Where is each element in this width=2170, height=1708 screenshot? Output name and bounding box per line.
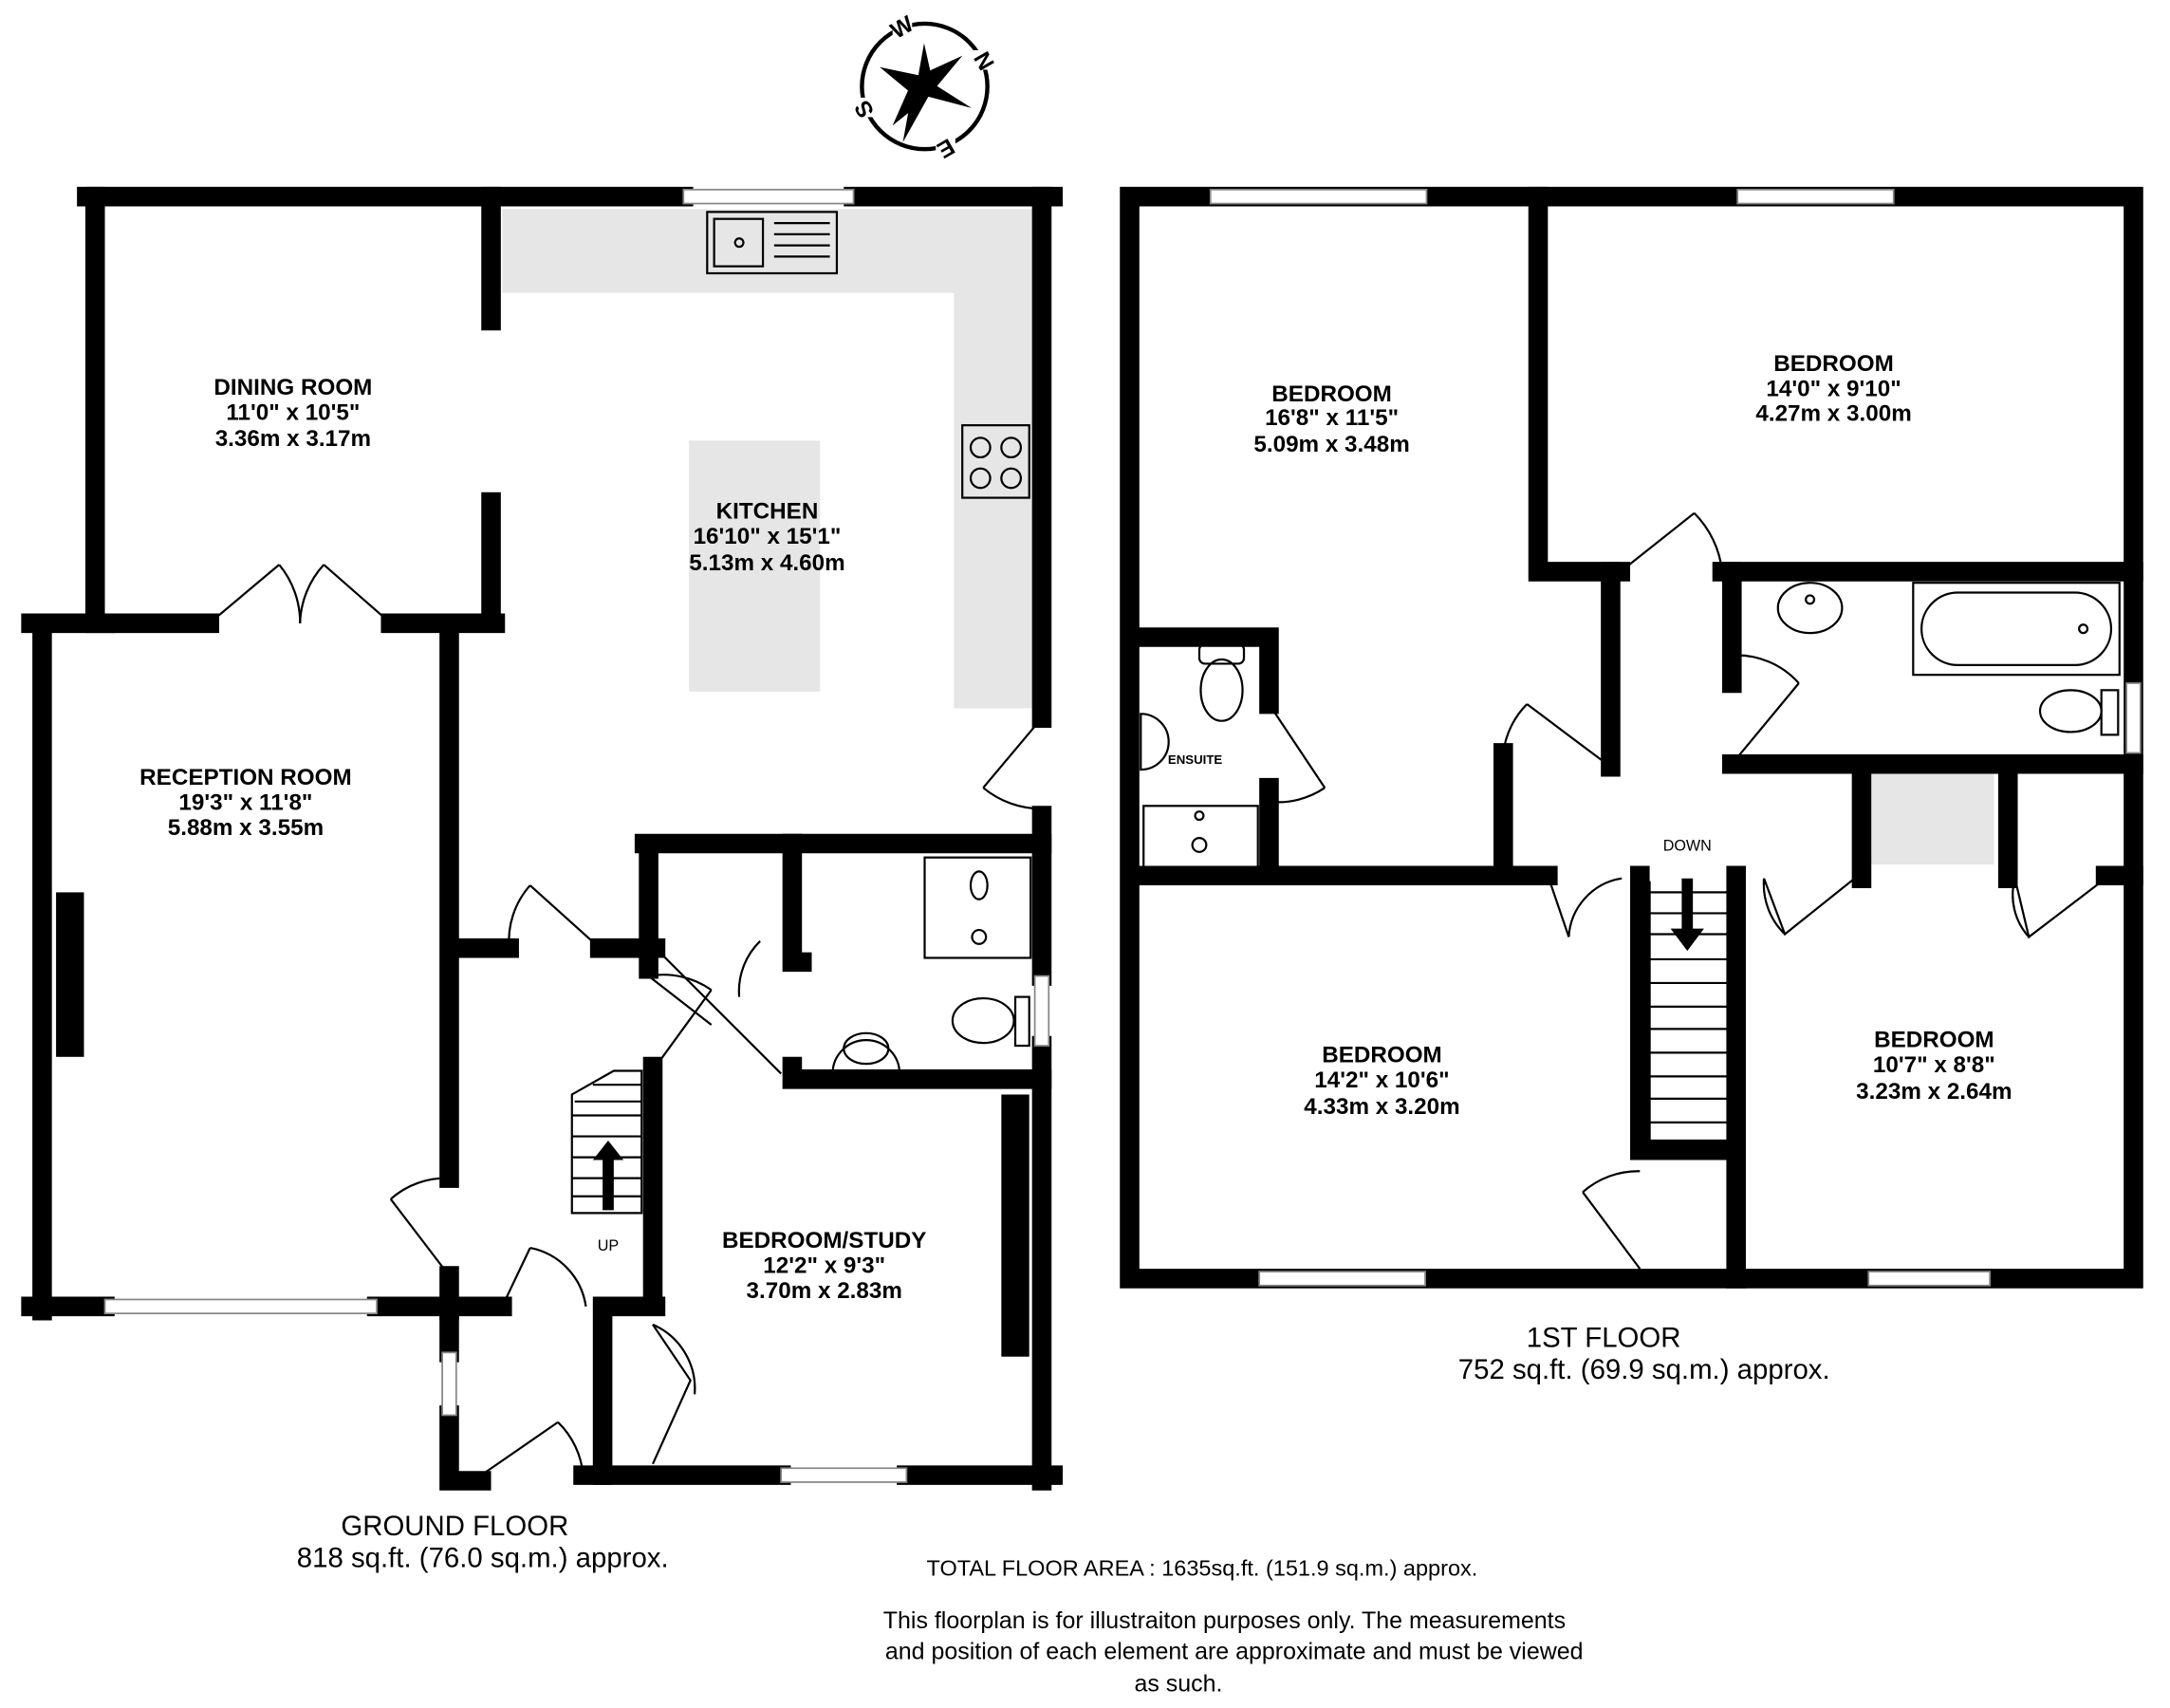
room-label-bedroom-4: BEDROOM 10'7" x 8'8" 3.23m x 2.64m <box>1856 1028 2012 1105</box>
room-name: BEDROOM/STUDY <box>722 1228 926 1253</box>
room-size-imperial: 14'0" x 9'10" <box>1766 376 1901 401</box>
toilet-icon <box>951 995 1030 1048</box>
disclaimer-line: This floorplan is for illustraiton purpo… <box>883 1607 1566 1634</box>
ensuite-shower-icon <box>1142 805 1259 869</box>
window <box>1867 1271 1992 1287</box>
ground-floor-label: GROUND FLOOR <box>341 1511 568 1542</box>
room-name: BEDROOM <box>1874 1028 1994 1053</box>
room-name: BEDROOM <box>1322 1043 1442 1068</box>
doors <box>209 564 1043 1476</box>
total-floor-area: TOTAL FLOOR AREA : 1635sq.ft. (151.9 sq.… <box>927 1555 1478 1580</box>
ground-floor-plan <box>21 186 1063 1491</box>
first-floor-label: 1ST FLOOR <box>1527 1322 1681 1353</box>
shower-icon <box>923 856 1032 959</box>
kitchen-island <box>689 440 821 692</box>
stairs-up-label: UP <box>598 1237 619 1254</box>
room-size-metric: 3.23m x 2.64m <box>1856 1079 2012 1105</box>
ensuite-label: ENSUITE <box>1168 752 1222 767</box>
arrow-down-icon <box>1670 878 1704 952</box>
room-size-metric: 5.88m x 3.55m <box>168 815 324 841</box>
basin-icon <box>831 1031 901 1075</box>
room-label-reception-room: RECEPTION ROOM 19'3" x 11'8" 5.88m x 3.5… <box>139 765 352 841</box>
room-size-imperial: 14'2" x 10'6" <box>1314 1068 1449 1093</box>
room-size-metric: 5.13m x 4.60m <box>689 550 844 576</box>
room-size-imperial: 16'10" x 15'1" <box>694 524 842 549</box>
room-label-bedroom-1: BEDROOM 16'8" x 11'5" 5.09m x 3.48m <box>1253 381 1409 457</box>
kitchen-worktop <box>502 209 1032 709</box>
ground-floor-walls <box>21 186 1063 1491</box>
stairs-down <box>1648 878 1731 1146</box>
window <box>780 1467 908 1483</box>
hob-icon <box>961 424 1030 499</box>
arrow-up-icon <box>592 1140 624 1211</box>
stairs-up <box>570 1069 643 1215</box>
room-name: KITCHEN <box>716 499 819 525</box>
window <box>1736 188 1895 205</box>
window <box>2125 682 2142 754</box>
window <box>441 1351 457 1417</box>
kitchen-sink-icon <box>706 211 839 275</box>
toilet-icon <box>2038 689 2120 736</box>
room-size-metric: 4.27m x 3.00m <box>1755 401 1911 427</box>
first-floor-area: 752 sq.ft. (69.9 sq.m.) approx. <box>1458 1354 1830 1385</box>
room-name: BEDROOM <box>1271 381 1392 407</box>
first-floor-plan <box>1120 186 2143 1289</box>
first-floor-walls <box>1120 186 2143 1289</box>
bath-icon <box>1912 582 2121 677</box>
ensuite-toilet-icon <box>1197 642 1246 722</box>
room-label-bedroom-study: BEDROOM/STUDY 12'2" x 9'3" 3.70m x 2.83m <box>722 1228 926 1304</box>
window <box>103 1298 378 1315</box>
room-name: BEDROOM <box>1773 351 1894 377</box>
compass-icon: W N S E <box>849 11 998 163</box>
room-size-imperial: 11'0" x 10'5" <box>226 399 360 425</box>
room-name: DINING ROOM <box>213 375 372 400</box>
room-size-imperial: 12'2" x 9'3" <box>763 1253 885 1279</box>
room-size-metric: 3.36m x 3.17m <box>215 426 371 452</box>
room-label-bedroom-2: BEDROOM 14'0" x 9'10" 4.27m x 3.00m <box>1755 351 1911 427</box>
window <box>1209 188 1428 205</box>
stairs-down-label: DOWN <box>1663 837 1712 854</box>
room-size-imperial: 19'3" x 11'8" <box>178 790 312 816</box>
disclaimer-line: and position of each element are approxi… <box>885 1639 1584 1665</box>
compass-w: W <box>886 11 918 45</box>
room-label-bedroom-3: BEDROOM 14'2" x 10'6" 4.33m x 3.20m <box>1304 1043 1459 1120</box>
room-size-imperial: 16'8" x 11'5" <box>1265 405 1399 431</box>
ensuite-basin-icon <box>1140 713 1170 771</box>
room-size-imperial: 10'7" x 8'8" <box>1873 1052 1995 1078</box>
room-label-kitchen: KITCHEN 16'10" x 15'1" 5.13m x 4.60m <box>689 499 844 576</box>
disclaimer-line: as such. <box>1134 1670 1222 1697</box>
room-size-metric: 5.09m x 3.48m <box>1253 432 1409 457</box>
doors <box>1268 511 2106 1270</box>
window <box>682 188 855 205</box>
cupboard <box>1871 773 1994 865</box>
ground-floor-area: 818 sq.ft. (76.0 sq.m.) approx. <box>297 1543 669 1574</box>
room-name: RECEPTION ROOM <box>139 765 352 790</box>
compass-s: S <box>849 96 879 122</box>
window <box>1033 975 1050 1047</box>
room-size-metric: 4.33m x 3.20m <box>1304 1094 1459 1120</box>
room-size-metric: 3.70m x 2.83m <box>747 1278 902 1304</box>
basin-icon <box>1776 582 1844 635</box>
window <box>1258 1271 1426 1287</box>
room-label-dining-room: DINING ROOM 11'0" x 10'5" 3.36m x 3.17m <box>213 375 372 452</box>
